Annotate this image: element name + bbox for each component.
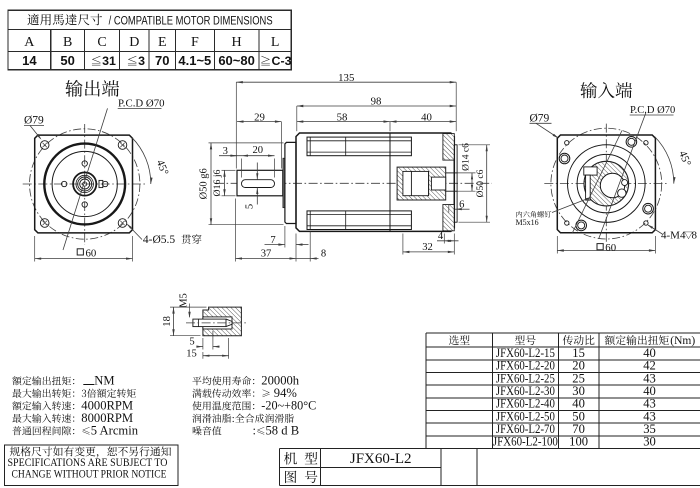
svg-text:135: 135 [338, 72, 354, 84]
svg-text:JFX60-L2-25: JFX60-L2-25 [496, 371, 555, 385]
svg-text:14: 14 [22, 53, 37, 68]
svg-text:4.1~5: 4.1~5 [178, 53, 211, 68]
svg-text:42: 42 [643, 359, 656, 373]
svg-text:45°: 45° [676, 149, 693, 168]
svg-text:60~80: 60~80 [218, 53, 255, 68]
svg-text:D: D [129, 35, 139, 50]
svg-text:45°: 45° [154, 158, 171, 177]
svg-text:6: 6 [459, 199, 464, 210]
svg-text:Ø50 c6: Ø50 c6 [476, 169, 486, 197]
svg-text:20: 20 [253, 145, 264, 156]
svg-text:P.C.D Ø70: P.C.D Ø70 [118, 98, 165, 110]
svg-text:50: 50 [60, 53, 74, 68]
svg-text:Ø16 j6: Ø16 j6 [212, 169, 223, 196]
svg-text:94%: 94% [274, 386, 298, 400]
svg-text:(Nm): (Nm) [670, 335, 695, 347]
svg-text:NM: NM [94, 374, 114, 388]
svg-text:37: 37 [261, 249, 272, 260]
svg-text:20: 20 [572, 359, 585, 373]
svg-text:JFX60-L2-30: JFX60-L2-30 [496, 384, 555, 398]
svg-text:15: 15 [186, 349, 197, 360]
svg-text:20000h: 20000h [261, 374, 299, 388]
svg-text:40: 40 [643, 384, 656, 398]
svg-text:4-Ø5.5: 4-Ø5.5 [143, 234, 176, 246]
svg-text:B: B [63, 35, 72, 50]
svg-text:5: 5 [245, 204, 256, 209]
svg-text:7: 7 [270, 235, 275, 246]
svg-text:A: A [24, 35, 35, 50]
svg-text:-20~+80°C: -20~+80°C [261, 399, 316, 413]
svg-text:18: 18 [162, 316, 173, 327]
svg-text:Ø50 g6: Ø50 g6 [199, 168, 210, 199]
svg-text:100: 100 [569, 435, 588, 449]
svg-text:JFX60-L2-20: JFX60-L2-20 [496, 359, 555, 373]
svg-text:35: 35 [643, 422, 656, 436]
svg-text:Ø79: Ø79 [24, 115, 44, 127]
svg-text:/ COMPATIBLE MOTOR DIMENSIONS: / COMPATIBLE MOTOR DIMENSIONS [109, 13, 273, 27]
svg-text:4: 4 [438, 231, 444, 242]
svg-text:43: 43 [643, 397, 656, 411]
svg-text:58: 58 [337, 111, 348, 123]
svg-text:58 d B: 58 d B [266, 424, 300, 438]
svg-text:3: 3 [138, 54, 145, 68]
svg-text:3: 3 [223, 146, 228, 157]
svg-text:31: 31 [102, 54, 116, 68]
svg-text:JFX60-L2: JFX60-L2 [350, 451, 412, 467]
svg-text:32: 32 [422, 242, 433, 253]
svg-text:5 Arcmin: 5 Arcmin [91, 424, 139, 438]
svg-text:Ø79: Ø79 [530, 113, 550, 125]
svg-text:4000RPM: 4000RPM [81, 399, 133, 413]
svg-text:L: L [271, 35, 280, 50]
svg-text:5: 5 [189, 336, 194, 347]
svg-text:E: E [158, 35, 167, 50]
svg-text:15: 15 [572, 346, 585, 360]
svg-text:8: 8 [321, 249, 326, 260]
svg-text:JFX60-L2-15: JFX60-L2-15 [496, 346, 555, 360]
svg-text:70: 70 [155, 53, 169, 68]
svg-text:40: 40 [572, 397, 585, 411]
svg-text:C: C [97, 35, 106, 50]
svg-text:4-M4: 4-M4 [661, 230, 686, 242]
svg-text:30: 30 [572, 384, 585, 398]
svg-text:P.C.D Ø70: P.C.D Ø70 [630, 105, 675, 116]
svg-text:JFX60-L2-40: JFX60-L2-40 [496, 397, 555, 411]
svg-text:43: 43 [643, 371, 656, 385]
svg-text:40: 40 [643, 346, 656, 360]
svg-text:8: 8 [692, 230, 698, 242]
svg-text:H: H [232, 35, 242, 50]
svg-text:CHANGE WITHOUT PRIOR NOTICE: CHANGE WITHOUT PRIOR NOTICE [12, 467, 167, 481]
svg-text:98: 98 [371, 96, 382, 108]
svg-text:50: 50 [572, 409, 585, 423]
svg-text:60: 60 [86, 247, 97, 259]
svg-text::: : [253, 424, 257, 438]
svg-text:40: 40 [421, 111, 432, 123]
svg-text:25: 25 [572, 371, 585, 385]
svg-text:8000RPM: 8000RPM [81, 411, 133, 425]
svg-text:29: 29 [254, 111, 265, 123]
svg-text:Ø14 c6: Ø14 c6 [462, 143, 472, 171]
svg-text:70: 70 [572, 422, 585, 436]
svg-text:60: 60 [605, 242, 616, 254]
svg-text:F: F [191, 35, 199, 50]
svg-text:JFX60-L2-100: JFX60-L2-100 [493, 435, 558, 449]
svg-text:JFX60-L2-70: JFX60-L2-70 [496, 422, 555, 436]
svg-text:30: 30 [643, 435, 656, 449]
svg-text:SPECIFICATIONS ARE SUBJECT TO: SPECIFICATIONS ARE SUBJECT TO [8, 455, 168, 469]
svg-text:JFX60-L2-50: JFX60-L2-50 [496, 409, 555, 423]
svg-text:M5: M5 [179, 293, 190, 308]
svg-text:M5x16: M5x16 [516, 218, 539, 227]
svg-text:C-3: C-3 [272, 54, 292, 68]
svg-text:43: 43 [643, 409, 656, 423]
